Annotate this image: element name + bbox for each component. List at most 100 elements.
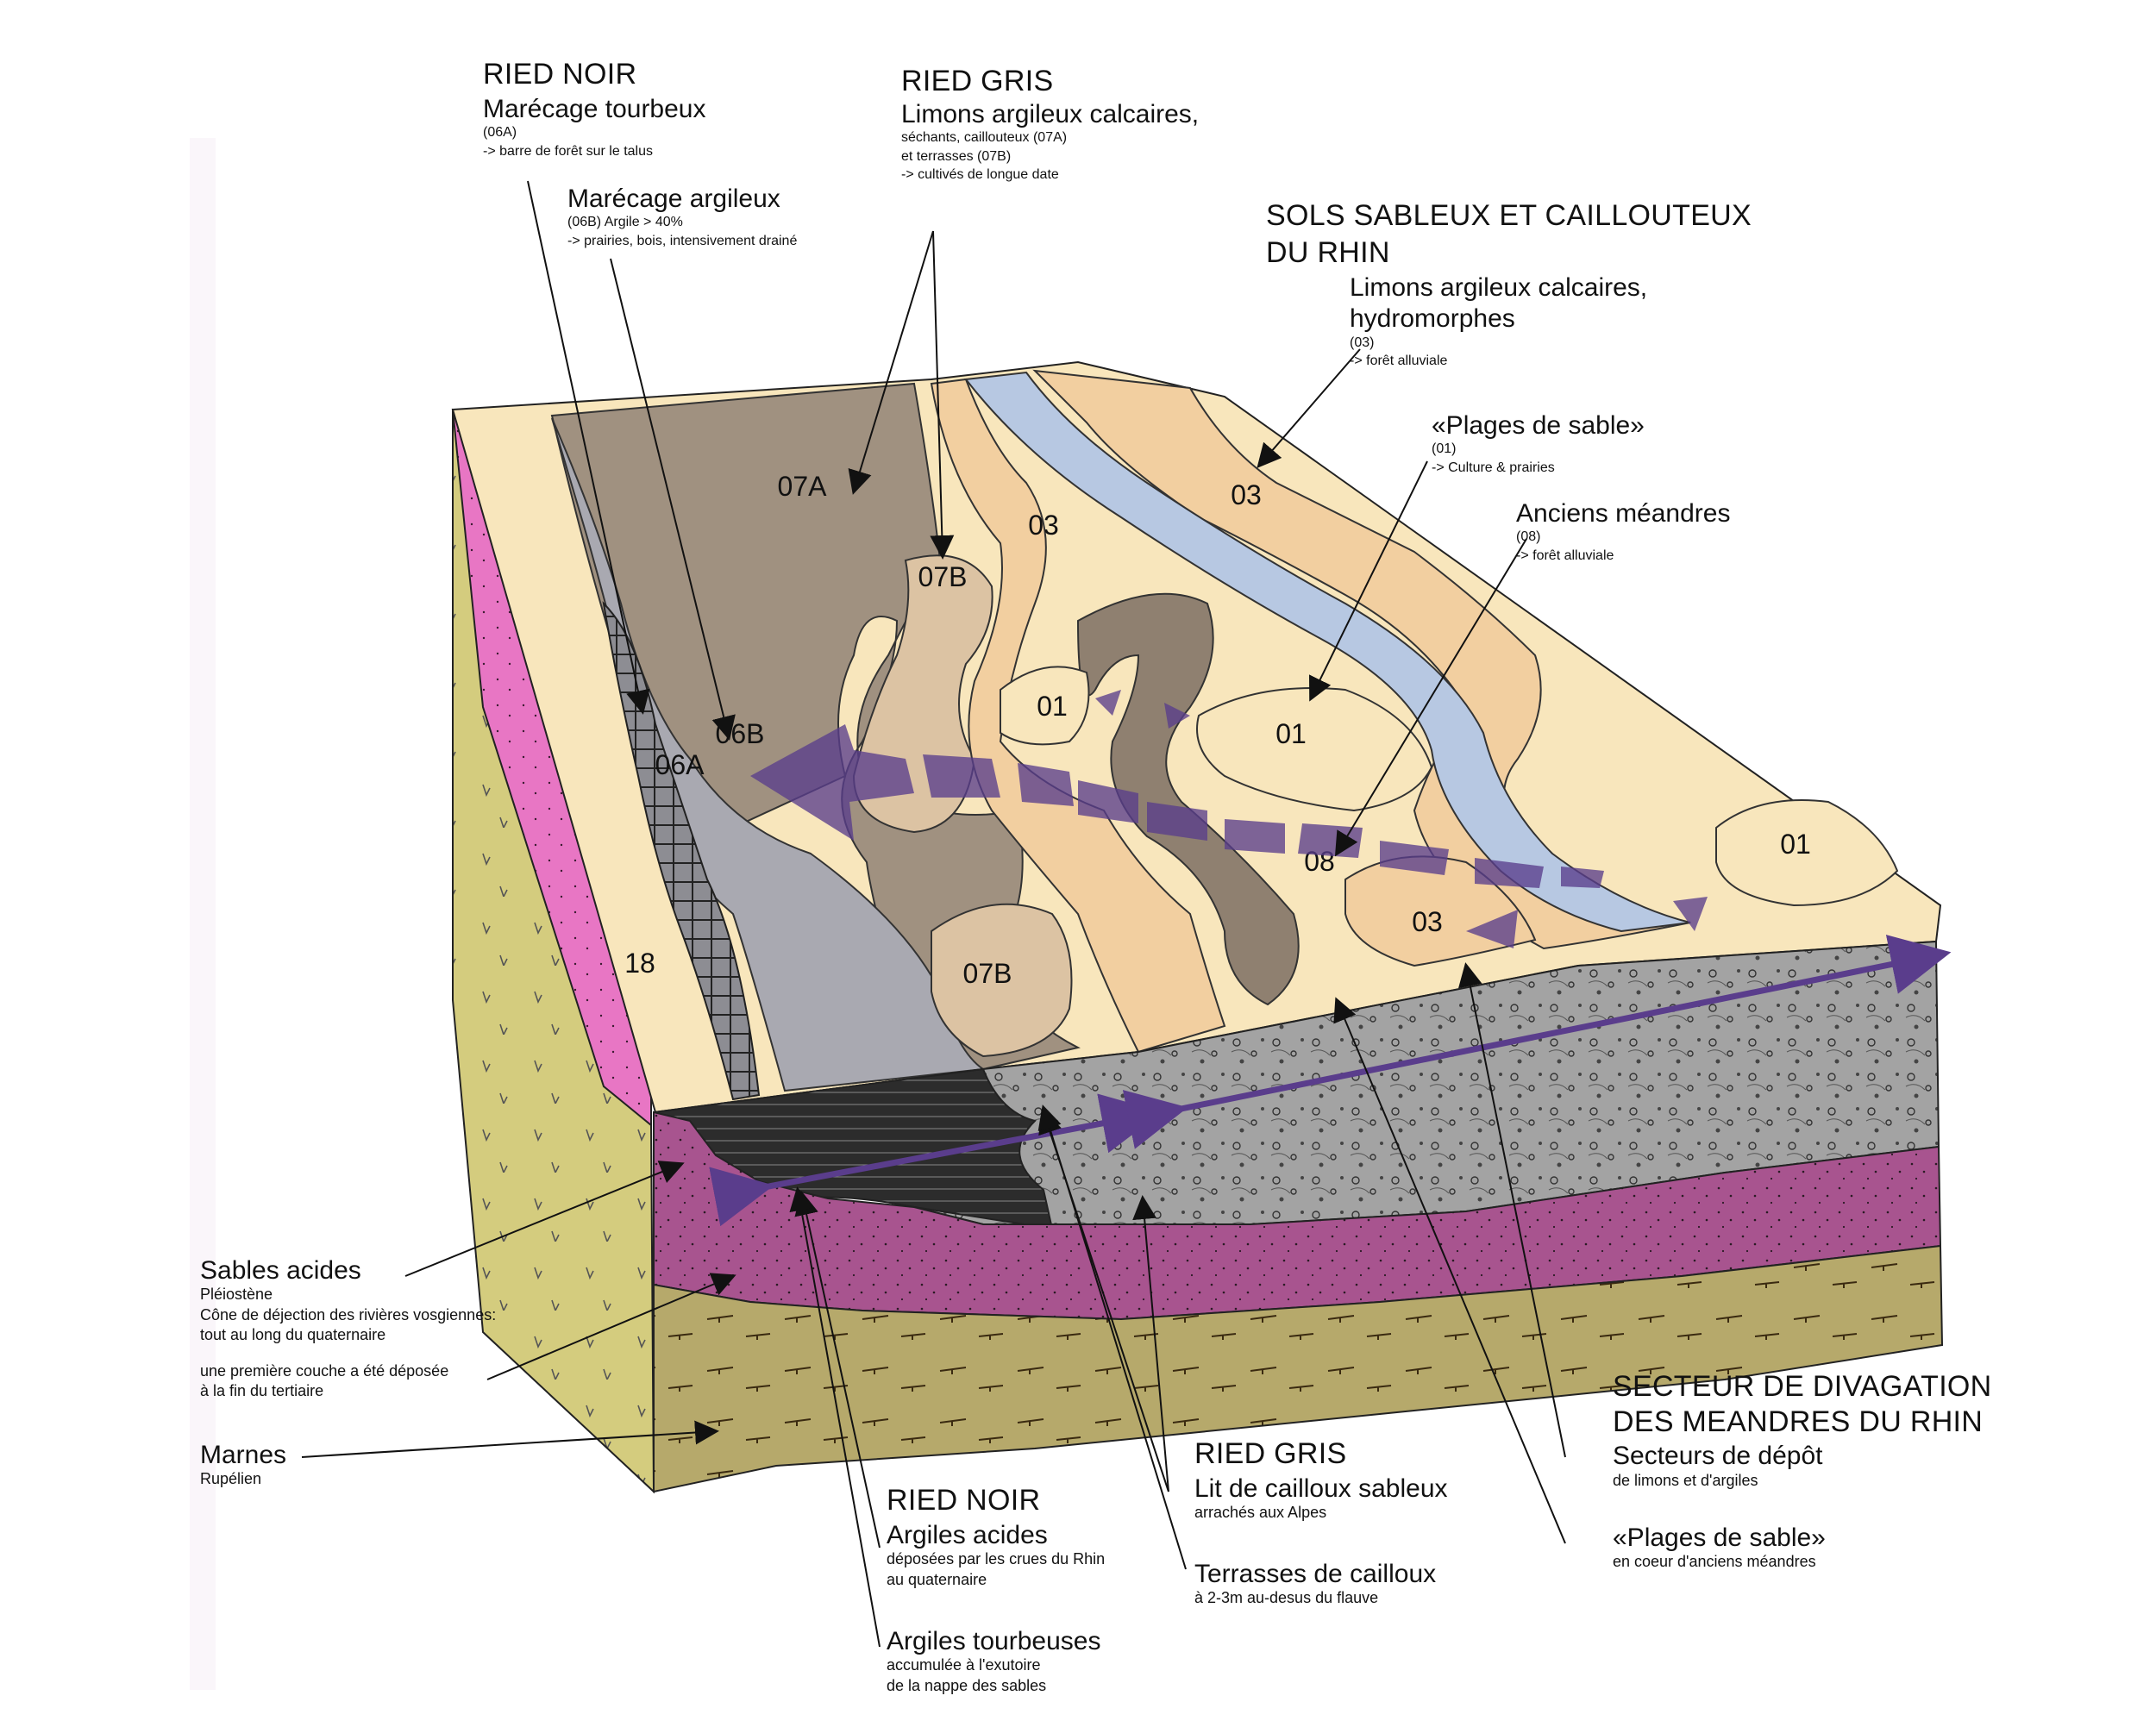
secteur-line1: de limons et d'argiles [1613, 1471, 1758, 1489]
zone-label-07B-top: 07B [918, 561, 968, 592]
label-secteur-divagation: SECTEUR DE DIVAGATION DES MEANDRES DU RH… [1613, 1371, 1992, 1491]
label-marecage-argileux: Marécage argileux (06B) Argile > 40% -> … [567, 185, 797, 251]
label-ried-noir-top: RIED NOIR Marécage tourbeux (06A) -> bar… [483, 59, 706, 160]
argiles-tourbeuses-title: Argiles tourbeuses [887, 1627, 1101, 1655]
flow-arrow-segment [1380, 841, 1449, 875]
anciens-meandres-code: (08) [1516, 529, 1541, 545]
ried-gris-bottom-line1: arrachés aux Alpes [1194, 1504, 1327, 1522]
zone-label-03-front: 03 [1412, 906, 1443, 937]
label-argiles-tourbeuses: Argiles tourbeuses accumulée à l'exutoir… [887, 1627, 1101, 1696]
flow-arrow-segment [1561, 867, 1604, 888]
label-terrasses: Terrasses de cailloux à 2-3m au-desus du… [1194, 1560, 1437, 1609]
zone-label-06B: 06B [716, 718, 765, 749]
label-sols-sableux: SOLS SABLEUX ET CAILLOUTEUX DU RHIN [1266, 200, 1752, 268]
plages-sable-code: (01) [1432, 441, 1457, 457]
ried-gris-top-line1: séchants, caillouteux (07A) [901, 130, 1068, 146]
ried-gris-bottom-subtitle: Lit de cailloux sableux [1194, 1474, 1448, 1503]
ried-noir-top-subtitle: Marécage tourbeux [483, 94, 706, 123]
terrasses-line1: à 2-3m au-desus du flauve [1194, 1589, 1379, 1607]
anciens-meandres-note: -> forêt alluviale [1516, 548, 1614, 563]
label-ried-gris-bottom: RIED GRIS Lit de cailloux sableux arrach… [1194, 1438, 1448, 1524]
zone-01-b [1196, 687, 1433, 812]
zone-label-01-a: 01 [1037, 691, 1068, 722]
label-sables-acides: Sables acides Pléiostène Cône de déjecti… [200, 1256, 497, 1401]
flow-arrow-segment [1147, 802, 1207, 841]
label-limons-hydromorphes: Limons argileux calcaires, hydromorphes … [1350, 273, 1648, 371]
leader-lines [301, 180, 1566, 1648]
marecage-argileux-note: -> prairies, bois, intensivement drainé [567, 233, 798, 248]
zone-01-c [1715, 799, 1899, 907]
plages-bottom-title: «Plages de sable» [1613, 1524, 1826, 1552]
flow-arrow-small [1095, 690, 1121, 716]
ried-gris-top-subtitle: Limons argileux calcaires, [901, 99, 1200, 128]
argiles-tourbeuses-line1: accumulée à l'exutoire [887, 1656, 1041, 1674]
flow-arrow-segment [1475, 858, 1544, 888]
marecage-argileux-code: (06B) Argile > 40% [567, 215, 683, 230]
plages-sable-title: «Plages de sable» [1432, 411, 1645, 440]
zone-label-06A: 06A [655, 749, 705, 780]
argiles-tourbeuses-line2: de la nappe des sables [887, 1676, 1047, 1694]
flow-arrow-segment [1078, 780, 1138, 823]
ried-gris-top-line2: et terrasses (07B) [901, 148, 1012, 164]
sables-acides-title: Sables acides [200, 1256, 361, 1285]
zone-label-03-top: 03 [1231, 479, 1262, 510]
flow-arrow-small [1164, 703, 1190, 729]
label-ried-noir-bottom: RIED NOIR Argiles acides déposées par le… [887, 1485, 1105, 1590]
secteur-subtitle: Secteurs de dépôt [1613, 1442, 1823, 1471]
plages-sable-note: -> Culture & prairies [1432, 460, 1555, 475]
limons-hydro-note: -> forêt alluviale [1350, 354, 1448, 369]
zone-label-01-c: 01 [1780, 829, 1811, 860]
zone-label-03-mid: 03 [1028, 510, 1059, 541]
ried-noir-bottom-line2: au quaternaire [887, 1570, 987, 1588]
sables-acides-line5: à la fin du tertiaire [200, 1381, 324, 1399]
zone-label-07B-bottom: 07B [963, 958, 1012, 989]
sols-sableux-title2: DU RHIN [1266, 235, 1390, 269]
marl-layer [653, 1244, 1944, 1493]
ried-noir-bottom-line1: déposées par les crues du Rhin [887, 1550, 1106, 1568]
sables-acides-line2: Cône de déjection des rivières vosgienne… [200, 1305, 497, 1323]
zone-label-18: 18 [624, 948, 655, 979]
front-double-arrow-left [709, 1093, 1163, 1227]
sols-sableux-title1: SOLS SABLEUX ET CAILLOUTEUX [1266, 199, 1752, 232]
label-ried-gris-top: RIED GRIS Limons argileux calcaires, séc… [901, 66, 1199, 185]
secteur-title2: DES MEANDRES DU RHIN [1613, 1405, 1984, 1438]
marecage-argileux-title: Marécage argileux [567, 185, 780, 213]
limons-hydro-title1: Limons argileux calcaires, [1350, 273, 1648, 302]
zone-label-07A: 07A [778, 471, 828, 502]
ried-gris-top-line3: -> cultivés de longue date [901, 167, 1059, 183]
front-double-arrow-right [1122, 935, 1952, 1149]
label-plages-sable-bottom: «Plages de sable» en coeur d'anciens méa… [1613, 1524, 1826, 1573]
ried-noir-top-title: RIED NOIR [483, 58, 637, 91]
limons-hydro-code: (03) [1350, 335, 1375, 350]
limons-hydro-title2: hydromorphes [1350, 304, 1515, 334]
paper-shadow [190, 138, 216, 1690]
label-anciens-meandres: Anciens méandres (08) -> forêt alluviale [1516, 499, 1731, 566]
flow-arrow-segment [923, 754, 1000, 798]
sables-acides-line3: tout au long du quaternaire [200, 1326, 386, 1344]
secteur-title1: SECTEUR DE DIVAGATION [1613, 1370, 1992, 1403]
flow-arrow-segment [1018, 763, 1074, 806]
sables-acides-line4: une première couche a été déposée [200, 1361, 449, 1380]
flow-arrow-small [1673, 897, 1708, 931]
marnes-sub: Rupélien [200, 1470, 262, 1488]
ried-noir-top-code: (06A) [483, 125, 517, 141]
flow-arrow-segment [1298, 823, 1363, 858]
anciens-meandres-title: Anciens méandres [1516, 499, 1731, 528]
marnes-title: Marnes [200, 1441, 287, 1469]
ried-noir-bottom-title: RIED NOIR [887, 1484, 1041, 1517]
zone-03-top [1032, 369, 1691, 950]
ried-gris-bottom-title: RIED GRIS [1194, 1437, 1347, 1470]
label-marnes: Marnes Rupélien [200, 1441, 287, 1490]
zone-label-01-b: 01 [1275, 718, 1307, 749]
flow-arrow-segment [1225, 819, 1285, 854]
ried-gris-top-title: RIED GRIS [901, 65, 1054, 97]
ried-noir-top-note: -> barre de forêt sur le talus [483, 143, 653, 159]
sables-acides-line1: Pléiostène [200, 1286, 273, 1304]
terrasses-title: Terrasses de cailloux [1194, 1560, 1437, 1588]
zone-07B-bottom [931, 903, 1073, 1058]
plages-bottom-line1: en coeur d'anciens méandres [1613, 1553, 1816, 1571]
flow-arrow-head-west [750, 724, 914, 841]
zone-01-a [1000, 666, 1090, 746]
